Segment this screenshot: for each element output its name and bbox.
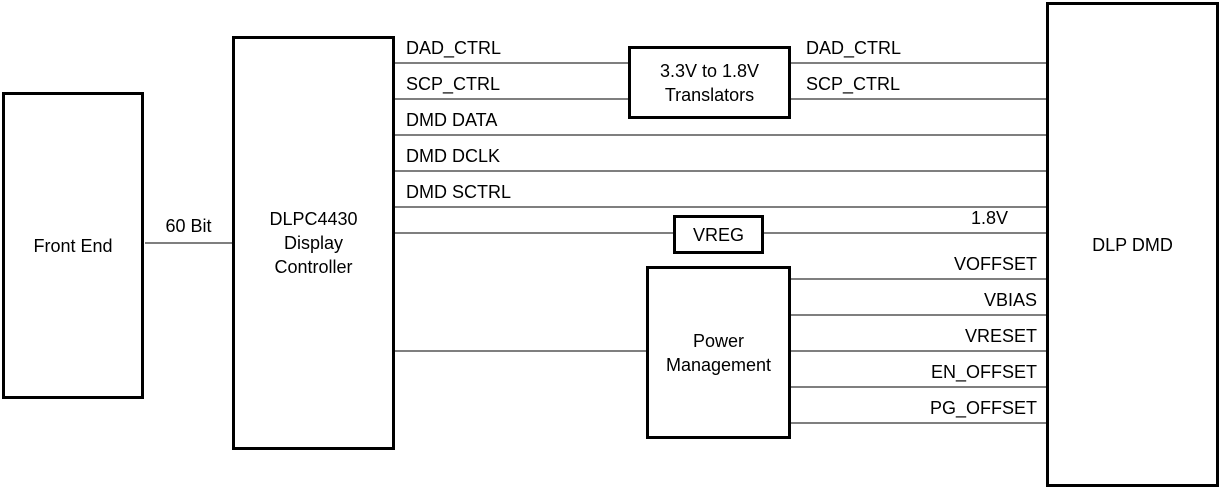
signal-label-dmd-data: DMD DATA — [406, 110, 498, 130]
block-power-management-label: Power Management — [665, 330, 772, 375]
power-label-vreset: VRESET — [964, 326, 1037, 346]
signal-line-dmd-dclk — [394, 170, 1046, 172]
block-level-translators-label: 3.3V to 1.8V Translators — [659, 60, 760, 105]
bus-line-60bit — [145, 242, 232, 244]
power-label-voffset: VOFFSET — [953, 254, 1037, 274]
power-line-vbias — [790, 314, 1046, 316]
block-level-translators: 3.3V to 1.8V Translators — [628, 46, 791, 119]
block-vreg-label: VREG — [692, 224, 744, 245]
translator-output-label-dad-ctrl: DAD_CTRL — [806, 38, 902, 58]
translator-output-label-scp-ctrl: SCP_CTRL — [806, 74, 901, 94]
power-label-en-offset: EN_OFFSET — [930, 362, 1037, 382]
signal-label-dad-ctrl: DAD_CTRL — [406, 38, 502, 58]
block-front-end-label: Front End — [33, 235, 113, 256]
power-line-vreset — [790, 350, 1046, 352]
power-line-voffset — [790, 278, 1046, 280]
signal-label-dmd-sctrl: DMD SCTRL — [406, 182, 512, 202]
signal-line-dmd-data — [394, 134, 1046, 136]
block-front-end: Front End — [2, 92, 144, 399]
power-line-en-offset — [790, 386, 1046, 388]
power-line-pg-offset — [790, 422, 1046, 424]
block-display-controller-label: DLPC4430 Display Controller — [269, 209, 358, 277]
line-controller-to-power-management — [394, 350, 647, 352]
power-label-pg-offset: PG_OFFSET — [929, 398, 1037, 418]
block-display-controller: DLPC4430 Display Controller — [232, 36, 395, 450]
rail-label-1v8: 1.8V — [970, 208, 1008, 228]
block-dlp-dmd-label: DLP DMD — [1092, 234, 1173, 255]
block-vreg: VREG — [673, 215, 764, 254]
signal-label-dmd-dclk: DMD DCLK — [406, 146, 501, 166]
bus-width-label: 60 Bit — [165, 216, 212, 236]
block-dlp-dmd: DLP DMD — [1046, 2, 1219, 487]
signal-line-dmd-sctrl — [394, 206, 1046, 208]
power-label-vbias: VBIAS — [983, 290, 1037, 310]
block-power-management: Power Management — [646, 266, 791, 439]
signal-label-scp-ctrl: SCP_CTRL — [406, 74, 501, 94]
